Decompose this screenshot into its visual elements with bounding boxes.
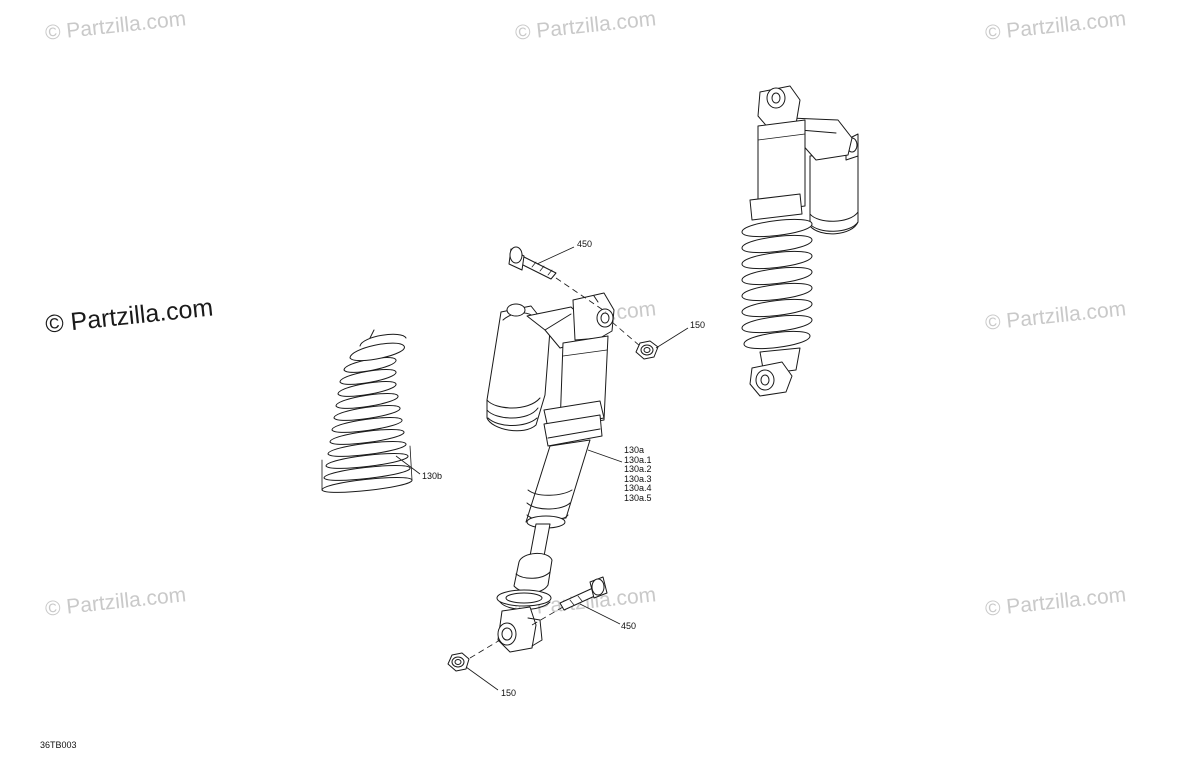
nut-150-bottom [447, 652, 470, 672]
callout-nut-top: 150 [690, 320, 706, 330]
shock-assembly [741, 85, 859, 397]
leader-line [579, 603, 621, 625]
callout-shock-part: 130a.3 [624, 473, 652, 484]
callout-nut-bottom: 150 [501, 688, 517, 698]
bolt-450-bottom [559, 576, 608, 611]
leader-line [395, 455, 421, 475]
leader-line [655, 327, 689, 349]
callout-bolt-top: 450 [577, 239, 593, 249]
callout-shock-part: 130a.4 [624, 483, 652, 494]
axis-line [611, 321, 641, 347]
callout-shock-part: 130a.1 [624, 454, 652, 465]
callout-shock-parts: 130a 130a.1 130a.2 130a.3 130a.4 130a.5 [624, 445, 652, 504]
callout-shock-part: 130a [624, 445, 645, 455]
shock-absorber-center [486, 292, 615, 653]
callout-shock-part: 130a.5 [624, 492, 652, 503]
leader-line [465, 666, 499, 691]
axis-line [555, 277, 607, 313]
callout-spring: 130b [422, 471, 443, 481]
diagram-code: 36TB003 [40, 740, 77, 750]
nut-150-top [635, 340, 659, 360]
coil-spring [321, 329, 413, 493]
bolt-450-top [508, 246, 557, 280]
axis-line [469, 639, 501, 659]
callout-bolt-bottom: 450 [621, 621, 637, 631]
callout-shock-part: 130a.2 [624, 464, 652, 475]
leader-line [536, 246, 575, 265]
leader-line [587, 449, 623, 463]
axis-line [531, 606, 564, 626]
